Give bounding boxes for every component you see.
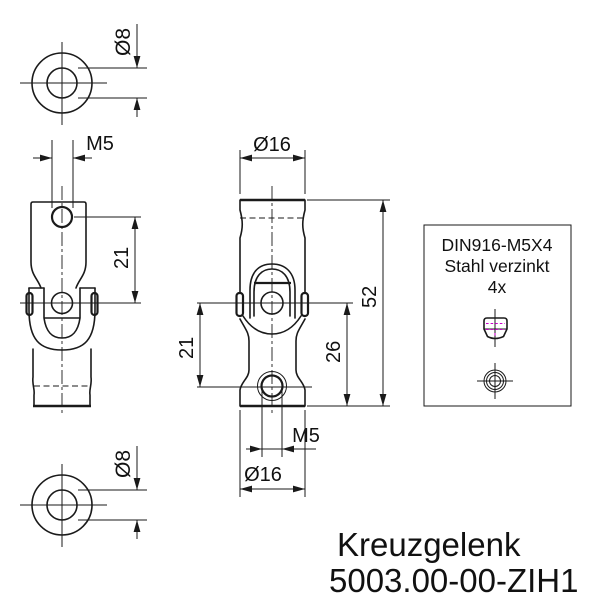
dim-52: 52 — [307, 199, 390, 407]
title-block: Kreuzgelenk 5003.00-00-ZIH1 — [329, 526, 578, 599]
dim-dia8-top: Ø8 — [78, 24, 147, 117]
dim-label-26: 26 — [323, 341, 345, 363]
dim-m5-front: M5 — [246, 391, 320, 457]
set-screw-top-view — [477, 363, 513, 399]
m5-thread-hole — [50, 205, 74, 229]
dim-dia16-bottom: Ø16 — [239, 410, 306, 497]
dim-label-m5-front: M5 — [292, 425, 320, 447]
dim-dia16-top: Ø16 — [239, 134, 306, 194]
view-shaft-end-bottom: Ø8 — [20, 446, 147, 547]
yoke-saddle-arc — [242, 315, 302, 335]
bore-circle — [46, 67, 78, 99]
dim-label-dia16-bottom: Ø16 — [244, 464, 282, 486]
dim-21-side: 21 — [74, 216, 141, 304]
m5-thread-circle — [257, 371, 287, 401]
screw-outer-circle — [483, 369, 507, 393]
screw-outline — [483, 317, 508, 340]
m5-drill-circle — [260, 374, 284, 398]
view-shaft-end-top: Ø8 — [20, 24, 147, 125]
part-title: Kreuzgelenk — [337, 526, 521, 563]
dim-dia8-bottom: Ø8 — [78, 446, 147, 539]
yoke-outer-arch — [249, 263, 296, 319]
upper-body-sides — [239, 199, 306, 294]
screw-thread-circle — [486, 372, 504, 390]
outer-diameter-circle — [31, 52, 93, 114]
view-front: Ø16 52 26 21 — [176, 134, 390, 497]
set-screw-side-view — [483, 309, 508, 347]
bore-circle — [46, 489, 78, 521]
note-line-3: 4x — [488, 277, 507, 297]
part-number: 5003.00-00-ZIH1 — [329, 562, 578, 599]
upper-body-outline — [30, 201, 87, 289]
note-line-1: DIN916-M5X4 — [442, 235, 553, 255]
hardware-note-box: DIN916-M5X4 Stahl verzinkt 4x — [423, 224, 572, 407]
dim-label-dia8-top: Ø8 — [112, 28, 135, 56]
dim-m5-side: M5 — [33, 133, 114, 208]
dim-label-dia16-top: Ø16 — [253, 134, 291, 156]
lower-body-sides — [239, 318, 306, 407]
fork-outer — [28, 287, 96, 351]
outer-diameter-circle — [31, 474, 93, 536]
pin-end-right — [300, 291, 310, 318]
dim-label-21-side: 21 — [111, 247, 133, 269]
dim-label-52: 52 — [359, 286, 381, 308]
dim-label-m5-side: M5 — [86, 133, 114, 155]
dim-26: 26 — [323, 303, 351, 406]
note-box-border — [423, 224, 572, 407]
pin-end-right — [90, 291, 99, 317]
view-side: M5 21 — [20, 133, 141, 416]
lower-shaft-sides — [31, 348, 93, 407]
dim-label-21-front: 21 — [176, 337, 198, 359]
dim-21-front: 21 — [176, 303, 204, 387]
screw-socket-circle — [489, 375, 501, 387]
dim-label-dia8-bottom: Ø8 — [112, 450, 135, 478]
note-line-2: Stahl verzinkt — [444, 256, 549, 276]
pin-end-left — [25, 291, 34, 317]
pin-end-left — [235, 291, 245, 318]
